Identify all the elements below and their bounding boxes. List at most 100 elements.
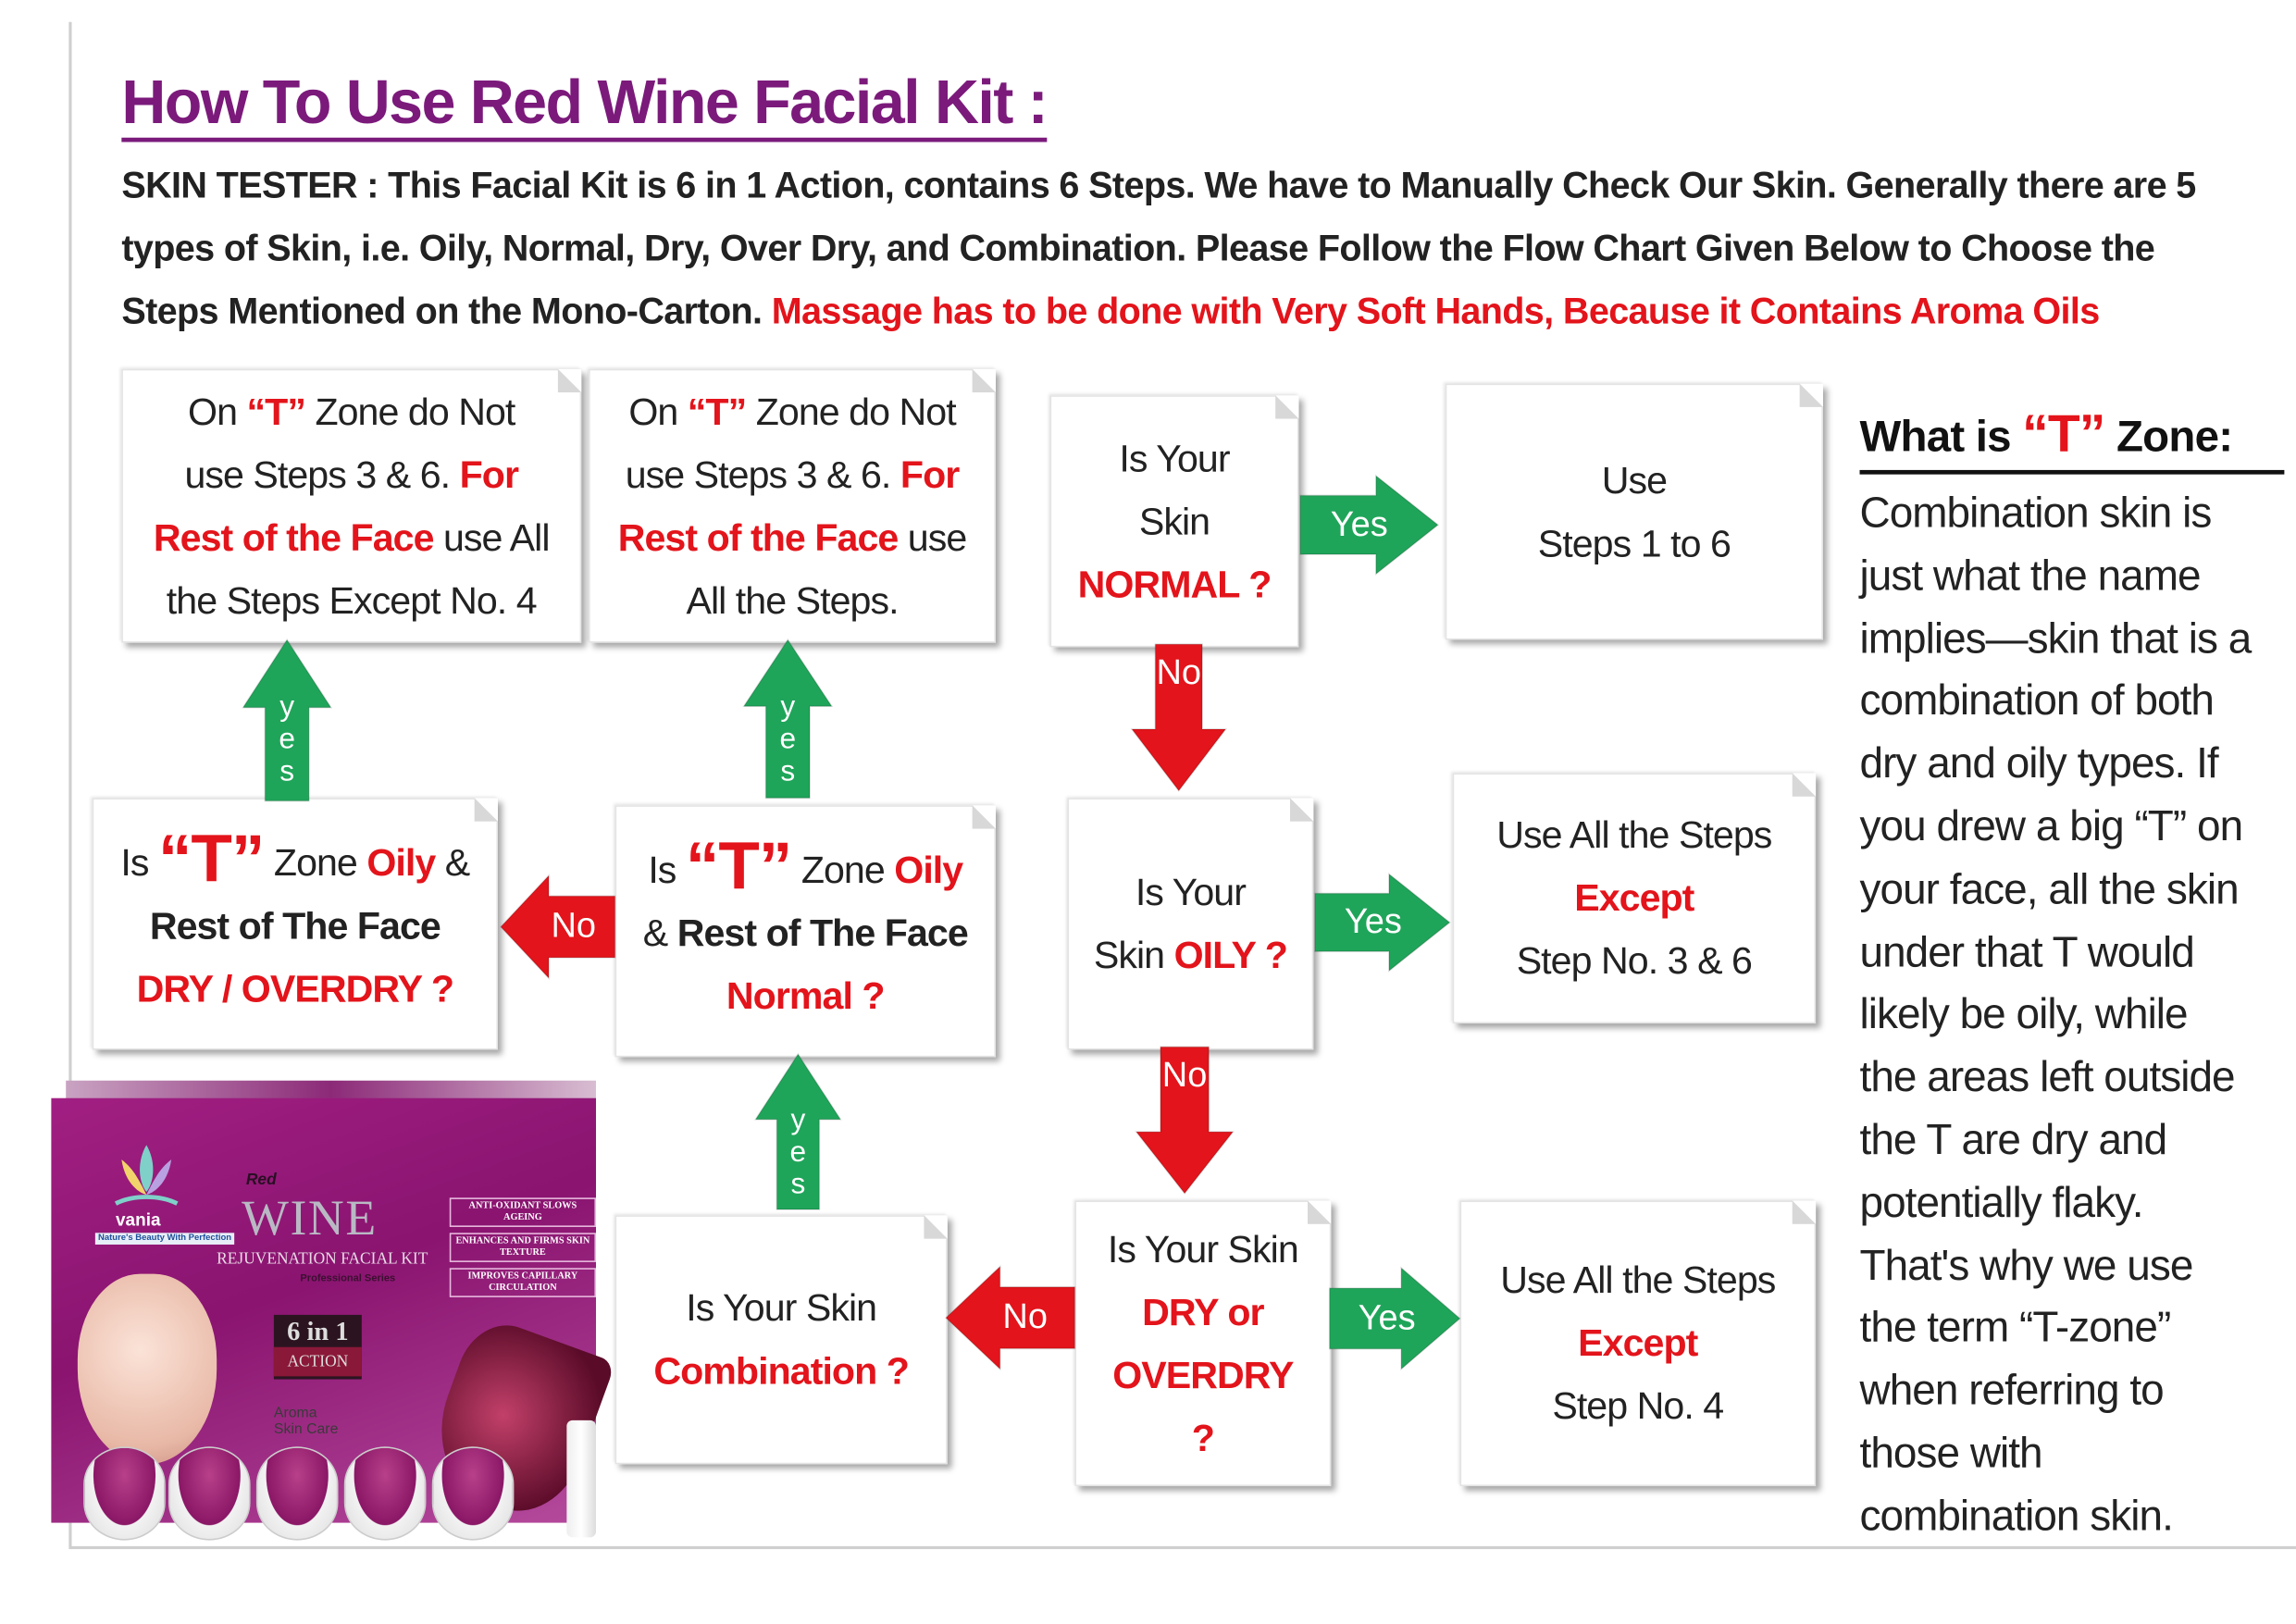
description-line: you drew a big “T” on — [1859, 803, 2244, 851]
yes-arrow-up-combination: yes — [754, 1052, 842, 1210]
text-line: Except — [1574, 867, 1694, 930]
cream-jar — [343, 1446, 427, 1541]
description-line: dry and oily types. If — [1859, 740, 2219, 788]
description-line: combination skin. — [1859, 1493, 2174, 1541]
arrow-shape — [1328, 1266, 1461, 1371]
text-line: DRY / OVERDRY ? — [136, 958, 454, 1021]
arrow-shape — [1130, 643, 1227, 792]
arrow-label: yes — [789, 1103, 807, 1201]
text-line: Use — [1602, 449, 1668, 512]
text-segment: & — [642, 911, 677, 955]
text-line: Rest of the Face use — [618, 506, 968, 569]
text-line: Is Your — [1119, 427, 1230, 490]
text-line: use Steps 3 & 6. For — [184, 443, 519, 506]
highlighted-text: Except — [1574, 875, 1694, 920]
product-series: Professional Series — [300, 1273, 396, 1284]
arrow-shape — [754, 1052, 842, 1210]
description-line: likely be oily, while — [1859, 991, 2189, 1039]
arrow-shape — [500, 874, 616, 980]
arrow-label: Yes — [1358, 1297, 1416, 1338]
text-line: Is “T” Zone Oily & — [120, 824, 470, 895]
text-line: DRY or — [1142, 1281, 1264, 1344]
highlighted-text: DRY / OVERDRY ? — [136, 966, 454, 1010]
arrow-shape — [945, 1264, 1076, 1371]
arrow-shape — [242, 638, 333, 802]
yes-arrow-oily: Yes — [1314, 872, 1451, 973]
skin-tester-intro: SKIN TESTER : This Facial Kit is 6 in 1 … — [121, 155, 2274, 344]
six-in-one-badge: 6 in 1 ACTION — [273, 1314, 362, 1380]
text-line: Step No. 4 — [1552, 1375, 1724, 1438]
text-segment: use All — [433, 514, 551, 559]
text-segment: Zone do Not — [746, 389, 957, 433]
heading-t: “T” — [2022, 403, 2105, 464]
no-arrow-t-zone-normal: No — [500, 874, 616, 980]
brand-tagline: Nature's Beauty With Perfection — [94, 1233, 235, 1245]
no-arrow-normal: No — [1130, 643, 1227, 792]
highlighted-text: “T” — [685, 826, 792, 904]
description-line: the areas left outside — [1859, 1054, 2236, 1102]
badge-top: 6 in 1 — [287, 1316, 349, 1346]
description-line: those with — [1859, 1430, 2043, 1478]
arrow-label: No — [1002, 1296, 1048, 1337]
highlighted-text: “T” — [246, 389, 306, 433]
text-segment: Zone — [264, 840, 367, 885]
description-line: under that T would — [1859, 929, 2195, 976]
text-line: use Steps 3 & 6. For — [625, 443, 961, 506]
text-line: All the Steps. — [686, 569, 899, 632]
text-line: Skin OILY ? — [1094, 924, 1288, 986]
arrow-shape — [1299, 474, 1440, 576]
highlighted-text: Except — [1578, 1320, 1698, 1365]
arrow-label: No — [1156, 652, 1202, 693]
product-name-big: WINE — [242, 1191, 378, 1246]
text-segment: Steps Mentioned on the Mono-Carton. — [121, 291, 772, 333]
product-subtitle: REJUVENATION FACIAL KIT — [217, 1250, 428, 1269]
text-line: Is “T” Zone Oily — [648, 832, 963, 902]
text-segment: Rest of The Face — [149, 903, 441, 948]
highlighted-text: Oily — [366, 840, 436, 885]
text-line: Step No. 3 & 6 — [1516, 930, 1753, 993]
highlighted-text: For — [459, 452, 519, 496]
highlighted-text: “T” — [687, 389, 747, 433]
text-segment: the Steps Except No. 4 — [166, 577, 538, 622]
text-line: Is Your Skin — [686, 1277, 877, 1340]
text-line: types of Skin, i.e. Oily, Normal, Dry, O… — [121, 218, 2274, 281]
highlighted-text: Normal ? — [726, 973, 886, 1018]
description-line: Combination skin is — [1859, 490, 2213, 538]
text-segment: Is — [120, 840, 158, 885]
description-line: combination of both — [1859, 678, 2215, 725]
text-line: On “T” Zone do Not — [188, 380, 515, 443]
text-line: Rest of The Face — [150, 895, 441, 958]
heading-text: What is — [1859, 413, 2023, 462]
text-line: Normal ? — [726, 965, 886, 1028]
cream-jar — [255, 1446, 339, 1541]
text-segment: Zone — [791, 848, 895, 892]
text-line: SKIN TESTER : This Facial Kit is 6 in 1 … — [121, 155, 2274, 218]
highlighted-text: Massage has to be done with Very Soft Ha… — [771, 291, 2100, 333]
claim: IMPROVES CAPILLARY CIRCULATION — [449, 1268, 596, 1297]
yes-arrow-normal: Yes — [1299, 474, 1440, 576]
highlighted-text: OILY ? — [1173, 932, 1288, 977]
text-segment: Skin — [1138, 498, 1210, 543]
text-segment: Step No. 3 & 6 — [1516, 938, 1753, 983]
no-arrow-oily: No — [1135, 1046, 1235, 1195]
text-segment: use Steps 3 & 6. — [625, 452, 900, 496]
highlighted-text: OVERDRY — [1112, 1352, 1294, 1396]
cream-jar — [168, 1446, 251, 1541]
highlighted-text: NORMAL ? — [1077, 561, 1272, 606]
arrow-label: yes — [779, 690, 797, 787]
description-line: just what the name — [1859, 552, 2202, 601]
product-name-small: Red — [245, 1171, 277, 1189]
text-segment: On — [628, 389, 688, 433]
description-line: the T are dry and — [1859, 1117, 2168, 1164]
text-line: ? — [1192, 1407, 1215, 1469]
left-border-divider — [68, 21, 72, 1550]
